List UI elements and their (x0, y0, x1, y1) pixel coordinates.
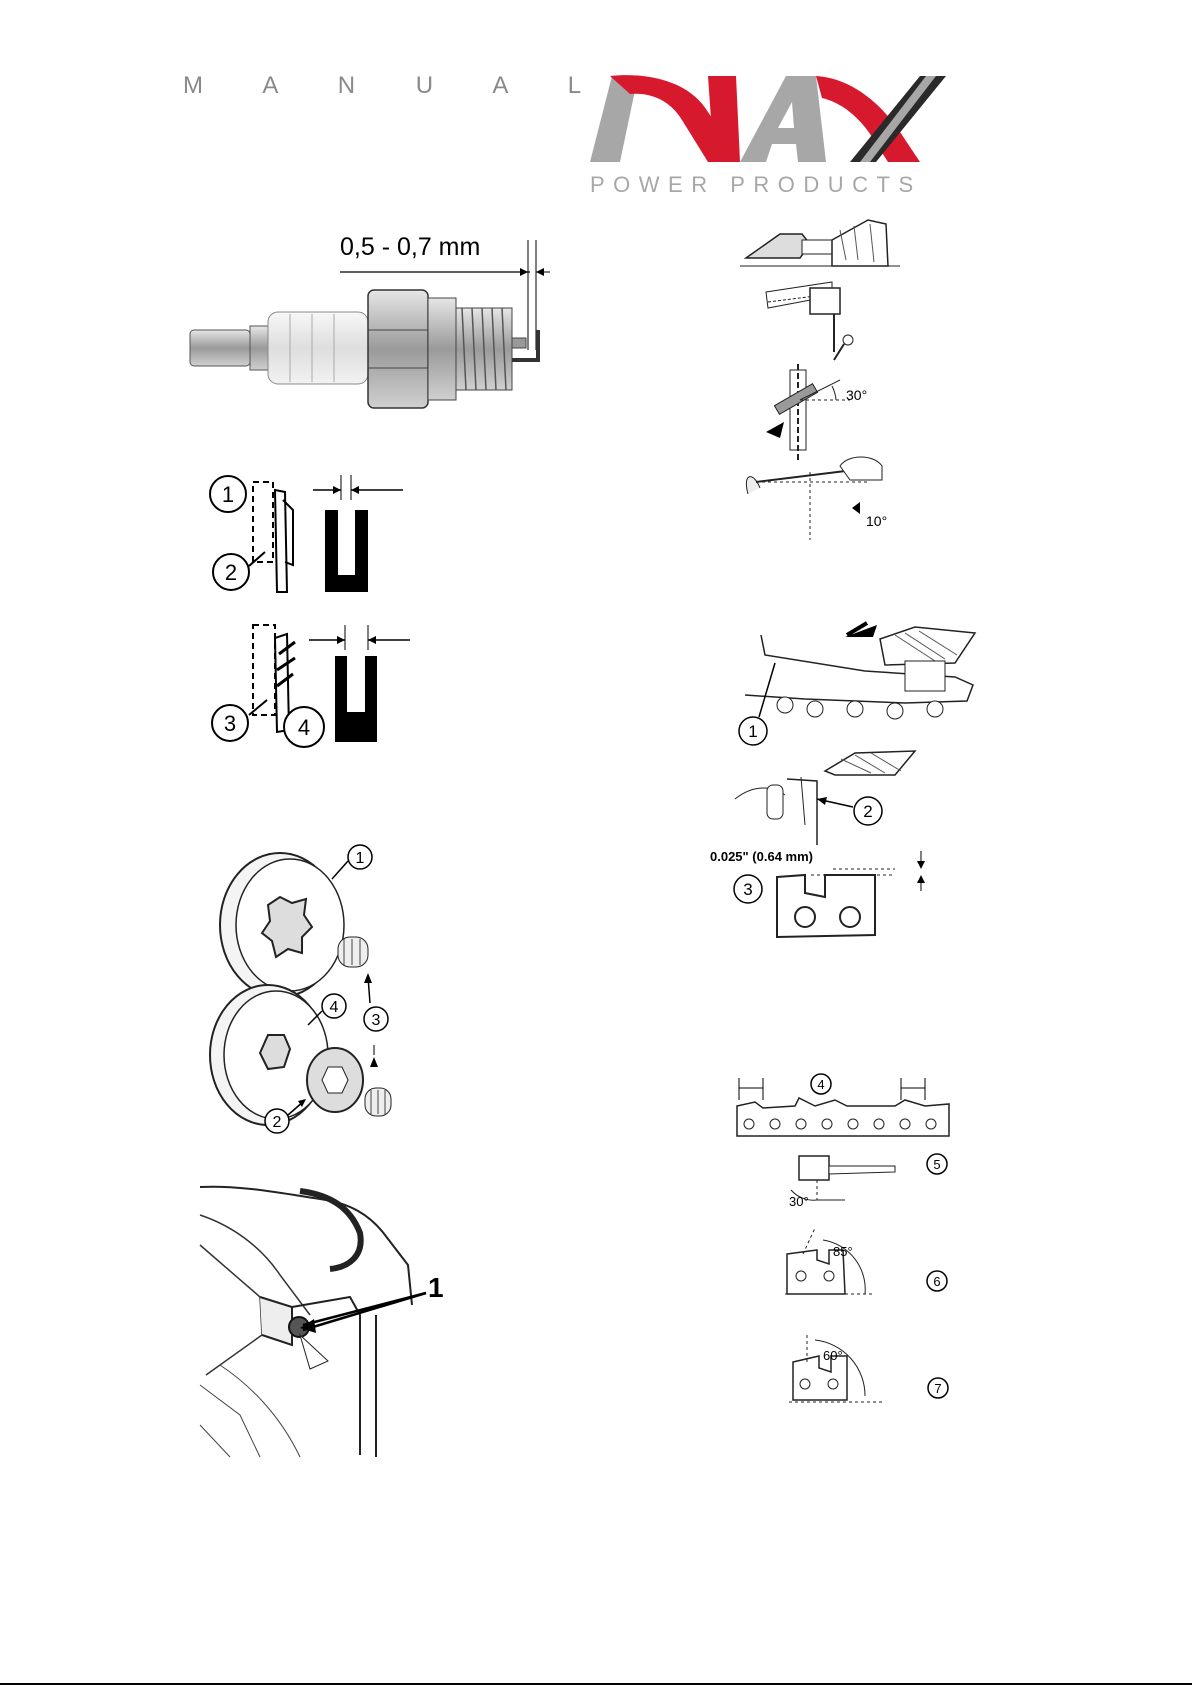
clutch-callout-2: 2 (273, 1114, 282, 1131)
chain-callout-6: 6 (933, 1274, 940, 1289)
sharpening-steps-figure: 30° 10° (740, 210, 900, 540)
clutch-drum-figure: 1 3 4 2 (210, 845, 410, 1135)
oil-screw-callout: 1 (428, 1272, 444, 1303)
nax-logo: POWER PRODUCTS (590, 72, 950, 197)
spark-plug-figure: 0,5 - 0,7 mm (190, 230, 570, 430)
depth-callout-2: 2 (863, 802, 872, 821)
logo-tagline: POWER PRODUCTS (590, 172, 922, 197)
oil-adjust-screw-figure: 1 (200, 1185, 450, 1460)
depth-callout-1: 1 (748, 722, 757, 741)
chain-callout-7: 7 (934, 1381, 941, 1396)
clutch-callout-1: 1 (356, 850, 365, 867)
depth-gauge-figure: 1 2 0.025" (0.64 mm) 3 (705, 625, 975, 950)
chain-angle-85: 85° (833, 1244, 853, 1259)
chain-callout-4: 4 (817, 1077, 824, 1092)
chain-angle-60: 60° (823, 1348, 843, 1363)
angle-10-label: 10° (866, 513, 887, 529)
chain-callout-5: 5 (933, 1157, 940, 1172)
spark-gap-adjusted-figure: 3 4 (205, 620, 420, 755)
depth-clearance-label: 0.025" (0.64 mm) (710, 849, 813, 864)
chain-angles-figure: 4 30° 5 85° 6 60° 7 (735, 1070, 965, 1410)
clutch-callout-3: 3 (372, 1012, 381, 1029)
callout-2: 2 (225, 560, 237, 585)
callout-1: 1 (222, 482, 234, 507)
angle-30-label: 30° (846, 387, 867, 403)
manual-heading: M A N U A L (183, 72, 608, 100)
clutch-callout-4: 4 (330, 999, 339, 1016)
nax-logo-mark: POWER PRODUCTS (590, 72, 950, 197)
gap-label: 0,5 - 0,7 mm (340, 233, 480, 261)
chain-angle-30: 30° (789, 1194, 809, 1209)
callout-3: 3 (224, 711, 236, 736)
callout-4: 4 (298, 715, 310, 740)
depth-callout-3: 3 (743, 880, 752, 899)
spark-gap-worn-figure: 1 2 (205, 470, 415, 600)
